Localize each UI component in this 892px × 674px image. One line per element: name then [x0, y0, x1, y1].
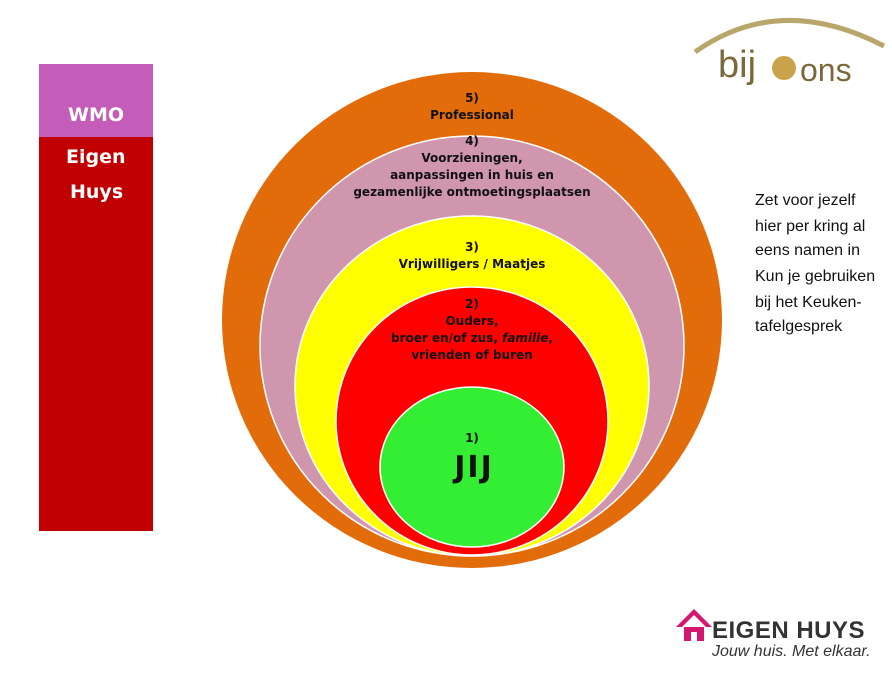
ring-4-text-1: Voorzieningen, — [421, 151, 523, 165]
ring-2-text-2: broer en/of zus, familie, — [391, 331, 553, 345]
ring-2-text-3: vrienden of buren — [411, 348, 533, 362]
sidebar-top-block — [39, 64, 153, 137]
ring-2-number: 2) — [465, 297, 479, 311]
sidebar-wmo-label: WMO — [67, 104, 125, 126]
bijons-logo-bij: bij — [718, 44, 757, 86]
ring-1-label: 1) — [465, 430, 479, 447]
sidebar-bar: WMO Eigen Huys — [39, 64, 153, 531]
ring-3-text: Vrijwilligers / Maatjes — [398, 257, 546, 271]
note-line-4: Kun je gebruiken — [755, 268, 876, 285]
ring-1-jij — [379, 386, 565, 548]
ring-5-number: 5) — [465, 91, 479, 105]
ring-5-label: 5) Professional — [430, 90, 514, 124]
eigenhuys-logo: EIGEN HUYS Jouw huis. Met elkaar. — [672, 603, 887, 665]
ring-5-text: Professional — [430, 108, 514, 122]
note-line-1: Zet voor jezelf — [755, 192, 856, 209]
ring-4-label: 4) Voorzieningen, aanpassingen in huis e… — [353, 133, 590, 201]
ring-1-number: 1) — [465, 431, 479, 445]
note-line-2: hier per kring al — [755, 218, 866, 235]
note-line-3: eens namen in — [755, 242, 860, 259]
eigenhuys-name: EIGEN HUYS — [712, 617, 866, 644]
bijons-logo: bij ons — [690, 10, 890, 95]
bijons-logo-ons: ons — [800, 52, 852, 88]
ring-4-text-3: gezamenlijke ontmoetingsplaatsen — [353, 185, 591, 199]
bijons-arc-icon — [693, 17, 886, 80]
note-line-5: bij het Keuken- — [755, 294, 862, 311]
ring-2-text-1: Ouders, — [445, 314, 499, 328]
note-line-6: tafelgesprek — [755, 318, 843, 335]
house-icon — [676, 609, 712, 641]
ring-2-label: 2) Ouders, broer en/of zus, familie, vri… — [391, 296, 553, 364]
ring-4-number: 4) — [465, 134, 479, 148]
ring-4-text-2: aanpassingen in huis en — [390, 168, 554, 182]
sidebar-label-huys: Huys — [70, 181, 124, 203]
sidebar-label-eigen: Eigen — [66, 146, 126, 168]
ring-3-number: 3) — [465, 240, 479, 254]
eigenhuys-tagline: Jouw huis. Met elkaar. — [712, 643, 871, 660]
ring-3-label: 3) Vrijwilligers / Maatjes — [399, 239, 546, 273]
ring-1-jij-text: JIJ — [454, 450, 494, 485]
